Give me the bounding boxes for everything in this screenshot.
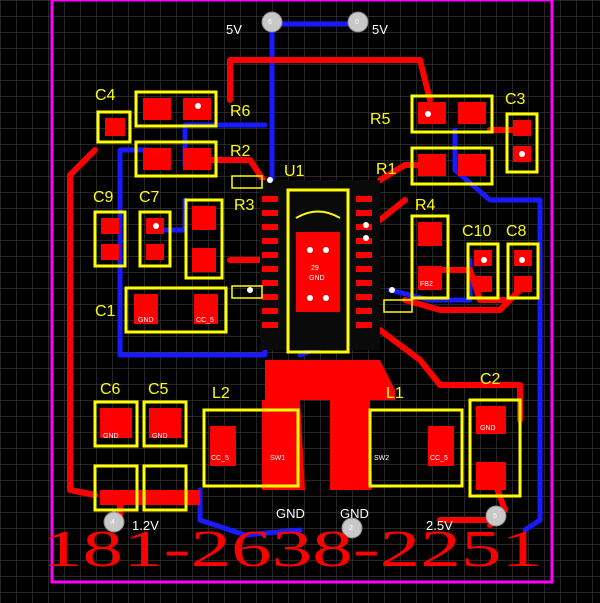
- out-pour-left: [100, 490, 200, 505]
- r5-designator: R5: [370, 111, 391, 128]
- svg-text:2: 2: [349, 525, 353, 532]
- svg-text:5: 5: [493, 513, 497, 520]
- test-points[interactable]: 6 0 5V 5V 4 2 5 1.2V GND GND 2.5V: [103, 11, 507, 539]
- c3-designator: C3: [505, 91, 526, 108]
- u1-ep-pin: 29: [311, 265, 319, 272]
- components-lower[interactable]: GND C6 GND C5 CC_5 SW1 L2 SW2 CC_5 L1 GN…: [93, 371, 522, 512]
- net-1v2: 1.2V: [132, 518, 159, 533]
- top-layer-copper[interactable]: [67, 57, 523, 528]
- c9-designator: C9: [93, 189, 114, 206]
- c7-designator: C7: [139, 189, 160, 206]
- c6-designator: C6: [100, 381, 121, 398]
- c5-designator: C5: [148, 381, 169, 398]
- c1-designator: C1: [95, 303, 116, 320]
- gnd-pour: [265, 360, 395, 400]
- u1-silkscreen: [286, 188, 350, 354]
- net-2v5: 2.5V: [426, 518, 453, 533]
- components-upper-left[interactable]: C4 R6 R2 C9 C7 R3 GND CC_5 C1: [93, 87, 263, 334]
- c1-pad-net: GND: [138, 317, 154, 324]
- components-upper-right[interactable]: R5 R1 C3 FB2 R4 C10 C8: [370, 91, 540, 313]
- l2-pad-net-2: SW1: [270, 455, 285, 462]
- l2-designator: L2: [212, 385, 230, 402]
- c6-pad-net: GND: [103, 433, 119, 440]
- l1-pad-net-2: CC_5: [430, 455, 448, 462]
- l1-designator: L1: [386, 385, 404, 402]
- r4-pad-net: FB2: [420, 281, 433, 288]
- u1-ep-net: GND: [309, 275, 325, 282]
- svg-text:6: 6: [268, 19, 272, 26]
- c2-designator: C2: [480, 371, 501, 388]
- tp-gnd: [341, 517, 363, 539]
- c5-pad-net: GND: [152, 433, 168, 440]
- u1-package[interactable]: 29 GND U1: [247, 163, 395, 354]
- phone-watermark: 181-2638-2251: [42, 521, 542, 578]
- u1-designator: U1: [284, 163, 305, 180]
- c8-designator: C8: [506, 223, 527, 240]
- c2-pad-net: GND: [480, 425, 496, 432]
- r3-designator: R3: [234, 197, 255, 214]
- r4-designator: R4: [415, 197, 436, 214]
- tp-1v2: [103, 511, 125, 533]
- c4-designator: C4: [95, 87, 116, 104]
- l2-pad-net: CC_5: [211, 455, 229, 462]
- tp-5v-left: [261, 11, 283, 33]
- board-outline: [50, 0, 554, 584]
- net-5v-left: 5V: [226, 22, 242, 37]
- svg-text:0: 0: [355, 19, 359, 26]
- u1-exposed-pad: [296, 232, 340, 312]
- c1-pad-net-2: CC_5: [196, 317, 214, 324]
- net-gnd-right: GND: [340, 506, 369, 521]
- r6-designator: R6: [230, 103, 251, 120]
- tp-2v5: [485, 505, 507, 527]
- sw-pour-right: [330, 400, 372, 490]
- net-gnd-left: GND: [276, 506, 305, 521]
- r1-designator: R1: [376, 161, 397, 178]
- c10-designator: C10: [462, 223, 491, 240]
- l1-pad-net: SW2: [374, 455, 389, 462]
- r2-designator: R2: [230, 143, 251, 160]
- sw-pour-left: [262, 400, 305, 490]
- tp-5v-right: [347, 11, 369, 33]
- svg-text:4: 4: [111, 519, 115, 526]
- net-5v-right: 5V: [372, 22, 388, 37]
